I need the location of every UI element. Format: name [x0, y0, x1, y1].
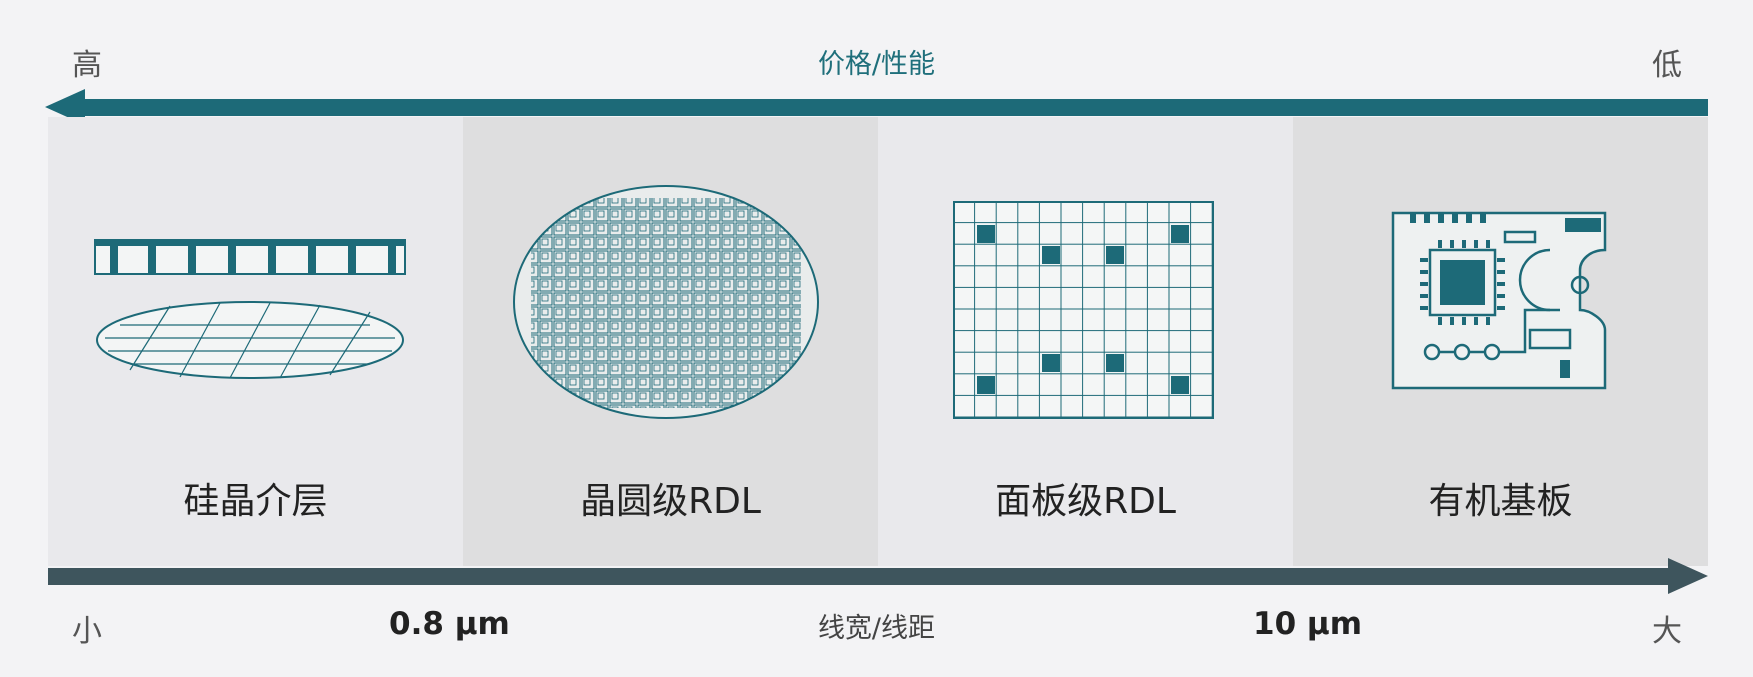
bottom-left-label: 小 — [72, 614, 102, 649]
top-left-label: 高 — [72, 48, 102, 83]
silicon-interposer-icon — [94, 239, 406, 379]
column-label: 面板级RDL — [995, 481, 1176, 522]
wafer-rdl-icon — [513, 185, 819, 419]
top-axis-title: 价格/性能 — [817, 49, 936, 80]
scale-mark-10um: 10 μm — [1253, 606, 1363, 642]
column-label: 晶圆级RDL — [580, 481, 761, 522]
column-label: 硅晶介层 — [183, 481, 328, 522]
column-label: 有机基板 — [1428, 481, 1573, 522]
organic-substrate-icon — [1391, 211, 1607, 390]
panel-rdl-icon — [953, 201, 1214, 419]
scale-mark-0-8um: 0.8 μm — [389, 606, 510, 642]
bottom-axis-title: 线宽/线距 — [817, 613, 936, 644]
bottom-right-label: 大 — [1652, 614, 1682, 649]
top-right-label: 低 — [1652, 48, 1682, 83]
